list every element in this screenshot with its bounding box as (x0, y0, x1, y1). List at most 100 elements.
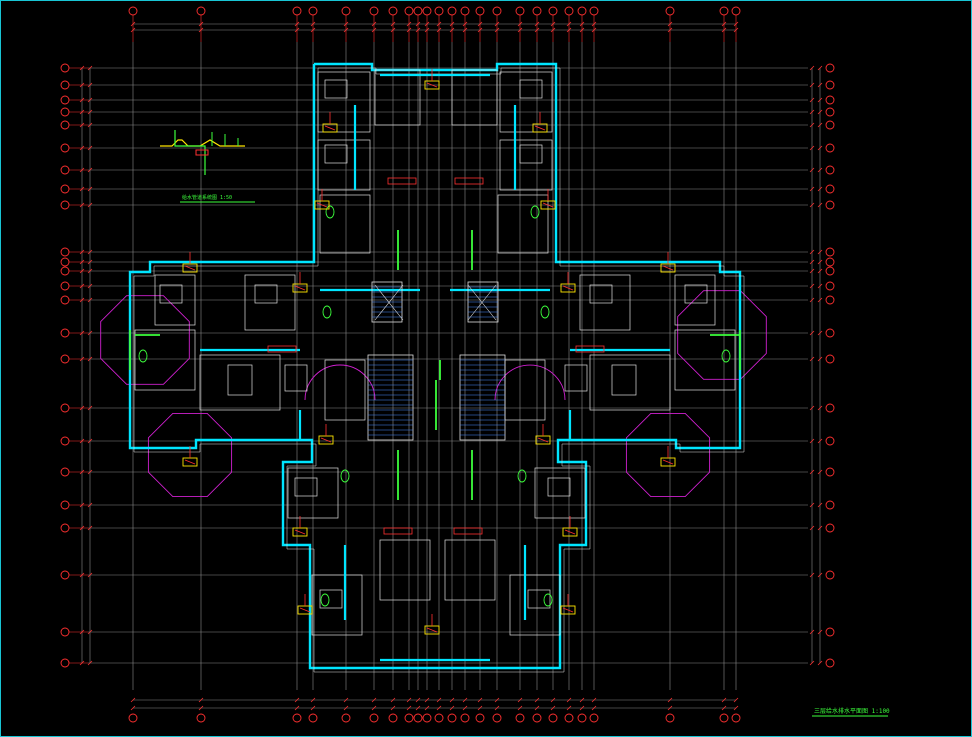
room-outline (504, 359, 546, 421)
dimension-tick (817, 167, 823, 173)
dimension-tick (817, 297, 823, 303)
dimension-tick (809, 145, 815, 151)
axis-bubble (196, 6, 206, 16)
axis-bubble (825, 63, 835, 73)
axis-bubble (825, 95, 835, 105)
axis-bubble (825, 143, 835, 153)
dimension-tick (449, 705, 455, 711)
dimension-tick (721, 705, 727, 711)
dimension-tick (817, 502, 823, 508)
axis-bubble (308, 713, 318, 723)
axis-bubble (60, 120, 70, 130)
axis-bubble (665, 713, 675, 723)
axis-bubble (825, 281, 835, 291)
axis-bubble (825, 570, 835, 580)
toilet-fixture (325, 205, 335, 219)
axis-bubble (60, 165, 70, 175)
dimension-tick (809, 82, 815, 88)
axis-bubble (825, 266, 835, 276)
swing-arc (304, 364, 376, 401)
dimension-tick (809, 259, 815, 265)
axis-bubble (404, 6, 414, 16)
dimension-tick (809, 202, 815, 208)
dimension-tick (667, 697, 673, 703)
dimension-tick (579, 705, 585, 711)
axis-bubble (60, 570, 70, 580)
axis-bubble (60, 184, 70, 194)
dimension-tick (579, 697, 585, 703)
dimension-tick (436, 705, 442, 711)
furniture (284, 364, 308, 392)
dimension-tick (817, 202, 823, 208)
furniture (324, 144, 348, 164)
axis-bubble (369, 6, 379, 16)
dimension-tick (87, 97, 93, 103)
dimension-tick (449, 697, 455, 703)
axis-bubble (515, 713, 525, 723)
axis-bubble (492, 6, 502, 16)
axis-bubble (60, 247, 70, 257)
dimension-tick (87, 202, 93, 208)
dimension-lines (79, 21, 823, 711)
axis-bubble (447, 713, 457, 723)
room-outline (244, 274, 296, 331)
room-outline (499, 71, 553, 133)
dimension-tick (817, 469, 823, 475)
dimension-tick (87, 502, 93, 508)
axis-bubble (731, 6, 741, 16)
axis-bubble (589, 713, 599, 723)
dimension-tick (817, 405, 823, 411)
drawing-title: 三层给水排水平面图 1:100 (814, 707, 890, 715)
axis-bubble (577, 713, 587, 723)
dimension-tick (343, 697, 349, 703)
furniture (547, 477, 571, 497)
dimension-tick (550, 705, 556, 711)
dimension-tick (817, 186, 823, 192)
dimension-tick (343, 705, 349, 711)
room-outline (674, 274, 716, 326)
dimension-tick (198, 705, 204, 711)
dimension-tick (462, 705, 468, 711)
axis-bubble (388, 713, 398, 723)
room-outline (579, 274, 631, 331)
axis-bubble (548, 6, 558, 16)
axis-bubble (60, 281, 70, 291)
axis-bubble (308, 6, 318, 16)
furniture (589, 284, 613, 304)
axis-bubble (825, 107, 835, 117)
room-outline (509, 574, 561, 636)
dimension-tick (87, 438, 93, 444)
room-outline (444, 539, 496, 601)
axis-bubble (731, 713, 741, 723)
axis-bubble (60, 295, 70, 305)
axis-bubble (475, 6, 485, 16)
dimension-tick (817, 145, 823, 151)
dimension-tick (130, 705, 136, 711)
dimension-tick (809, 268, 815, 274)
axis-bubble (825, 200, 835, 210)
toilet-fixture (138, 349, 148, 363)
pipe-mark (534, 125, 546, 131)
dimension-tick (809, 469, 815, 475)
pipe-mark (564, 529, 576, 535)
room-tag (454, 177, 484, 185)
axis-bubble (60, 257, 70, 267)
axis-bubble (515, 6, 525, 16)
dimension-tick (817, 259, 823, 265)
axis-bubble (719, 713, 729, 723)
dimension-tick (87, 297, 93, 303)
dimension-tick (371, 697, 377, 703)
dimension-tick (87, 469, 93, 475)
room-outline (324, 359, 366, 421)
dimension-tick (817, 268, 823, 274)
room-outline (451, 69, 498, 126)
axis-bubble (825, 257, 835, 267)
axis-bubble (825, 403, 835, 413)
axis-bubble (341, 6, 351, 16)
axis-bubble (564, 6, 574, 16)
stair (459, 354, 506, 441)
axis-bubble (60, 328, 70, 338)
dimension-tick (406, 697, 412, 703)
axis-bubble (825, 247, 835, 257)
